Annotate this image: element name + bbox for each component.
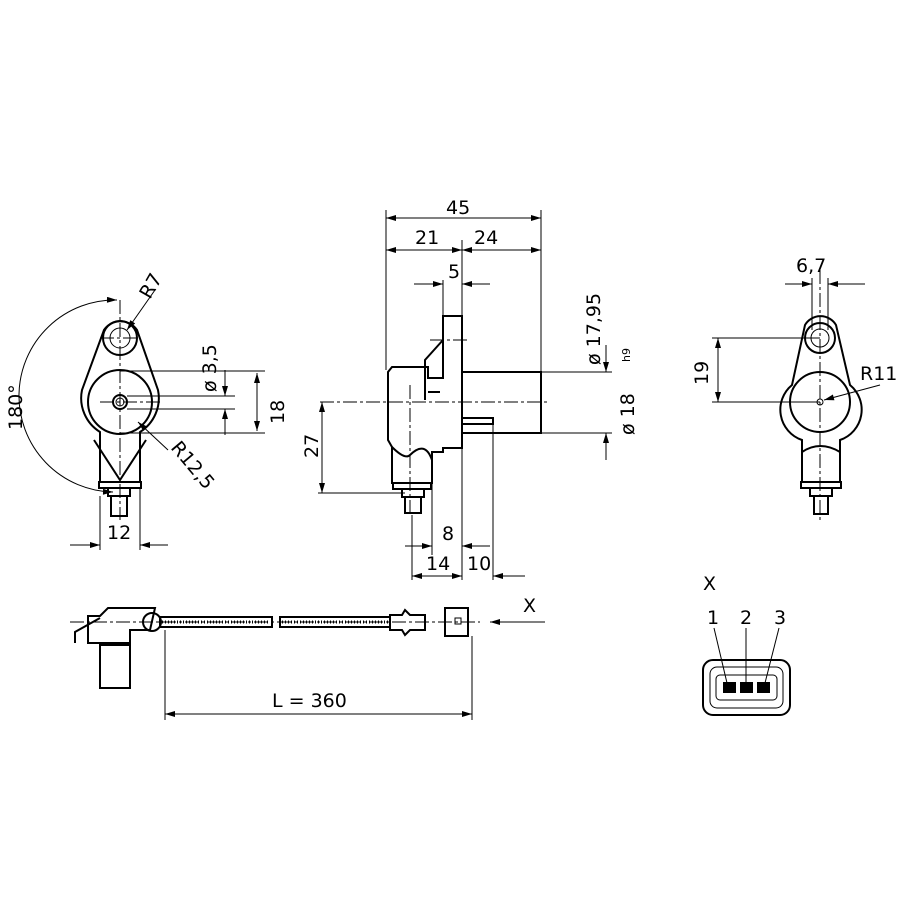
dim-cable-length: L = 360 [272, 690, 347, 712]
pin-label-3: 3 [774, 607, 786, 629]
dim-tolerance-h9: h9 [620, 348, 633, 362]
dim-width-12: 12 [107, 522, 131, 544]
dim-10: 10 [467, 553, 491, 575]
dim-hole-diameter: ø 3,5 [199, 344, 221, 392]
connector-view: X 1 2 3 [702, 573, 791, 716]
side-view: 45 21 24 5 ø 17,95 ø 18 h9 27 8 14 10 [301, 197, 639, 580]
right-view: 6,7 19 R11 [691, 255, 897, 520]
dim-r12-5: R12,5 [166, 437, 219, 494]
left-view: R7 ø 3,5 18 180° R12,5 12 [5, 270, 289, 550]
dim-r11: R11 [860, 363, 897, 385]
dim-angle-180: 180° [5, 384, 27, 430]
pin-label-1: 1 [707, 607, 719, 629]
dim-21: 21 [415, 227, 439, 249]
connector-view-title: X [703, 573, 716, 595]
sensor-housing-side [387, 315, 463, 484]
dim-diameter-18: ø 18 [617, 393, 639, 435]
pin-label-2: 2 [740, 607, 752, 629]
dim-24: 24 [474, 227, 498, 249]
pin-3 [757, 682, 770, 693]
dim-height-18: 18 [267, 400, 289, 424]
dim-r7: R7 [135, 270, 167, 303]
dim-8: 8 [442, 523, 454, 545]
dim-19: 19 [691, 361, 713, 385]
pin-2 [740, 682, 753, 693]
dim-14: 14 [426, 553, 450, 575]
dim-flange-5: 5 [448, 261, 460, 283]
dim-diameter-17-95: ø 17,95 [583, 293, 605, 365]
view-x-label: X [523, 595, 536, 617]
dim-total-45: 45 [446, 197, 470, 219]
pin-1 [723, 682, 736, 693]
dim-6-7: 6,7 [796, 255, 826, 277]
dim-27: 27 [301, 434, 323, 458]
cable-view: X L = 360 [70, 595, 545, 720]
